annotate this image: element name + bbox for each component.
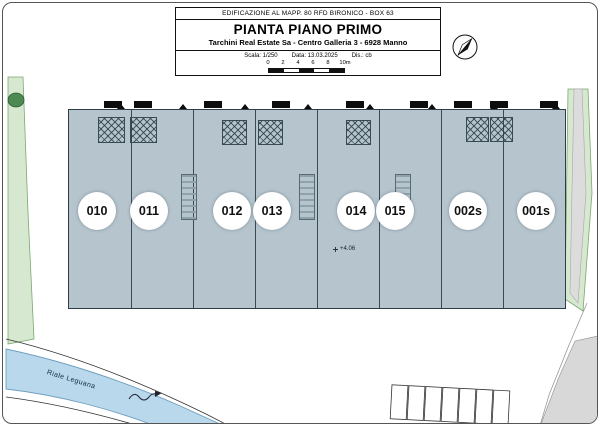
- unit-badge-015: 015: [376, 192, 414, 230]
- scale-tick: 8: [326, 60, 330, 66]
- site-plan-graphics: [5, 76, 597, 423]
- roof-vent: [134, 101, 152, 108]
- unit-number: 012: [221, 204, 243, 218]
- shaft-hatch: [130, 117, 157, 143]
- stair-symbol: [181, 174, 197, 220]
- elevation-value: +4.06: [340, 246, 356, 252]
- client-line: Tarchini Real Estate Sa - Centro Galleri…: [176, 37, 440, 51]
- unit-number: 002s: [454, 204, 482, 218]
- unit-badge-001s: 001s: [517, 192, 555, 230]
- roof-vent: [204, 101, 222, 108]
- scale-tick: 4: [296, 60, 300, 66]
- wall-marker: [117, 104, 125, 109]
- scale-tick: 0: [266, 60, 270, 66]
- shaft-hatch: [466, 117, 489, 142]
- roof-vent: [540, 101, 558, 108]
- unit-badge-010: 010: [78, 192, 116, 230]
- scale-tick: 10m: [339, 60, 351, 66]
- unit-partition-wall: [317, 110, 319, 308]
- roof-vent: [490, 101, 508, 108]
- unit-badge-012: 012: [213, 192, 251, 230]
- scale-bar: 0 2 4 6 8 10m: [266, 60, 351, 73]
- shaft-hatch: [258, 120, 283, 145]
- stair-symbol: [299, 174, 315, 220]
- meta-scale: Scala: 1/250: [244, 53, 278, 59]
- roof-vent: [346, 101, 364, 108]
- wall-marker: [490, 104, 498, 109]
- unit-number: 011: [138, 204, 160, 218]
- survey-cross-icon: [333, 246, 338, 252]
- river: [5, 338, 225, 423]
- wall-marker: [179, 104, 187, 109]
- flow-arrow-icon: [128, 393, 157, 401]
- unit-number: 001s: [522, 204, 550, 218]
- shaft-hatch: [98, 117, 125, 143]
- roof-vent: [454, 101, 472, 108]
- unit-badge-002s: 002s: [449, 192, 487, 230]
- unit-number: 010: [86, 204, 108, 218]
- plan-title: PIANTA PIANO PRIMO: [233, 22, 383, 37]
- green-area-left: [7, 76, 35, 345]
- unit-number: 013: [261, 204, 283, 218]
- green-area-right: [564, 88, 593, 312]
- title-block: EDIFICAZIONE AL MAPP. 80 RFD BIRONICO - …: [175, 7, 441, 76]
- unit-number: 014: [345, 204, 367, 218]
- meta-drawn-by: Dis.: cb: [351, 53, 372, 59]
- scale-bar-segments: [268, 68, 345, 73]
- meta-date: Data: 13.03.2025: [291, 53, 338, 59]
- wall-marker: [366, 104, 374, 109]
- north-compass-icon: [452, 34, 478, 60]
- parking-stalls: [389, 384, 511, 423]
- unit-badge-011: 011: [130, 192, 168, 230]
- scale-tick: 2: [281, 60, 285, 66]
- roof-vent: [272, 101, 290, 108]
- shaft-hatch: [346, 120, 371, 145]
- roof-vent: [410, 101, 428, 108]
- tree-icon: [7, 92, 25, 108]
- river-bank-line: [5, 338, 225, 423]
- unit-partition-wall: [503, 110, 505, 308]
- unit-badge-014: 014: [337, 192, 375, 230]
- river-bank-line: [5, 396, 131, 423]
- flow-arrowhead-icon: [155, 391, 162, 397]
- wall-marker: [428, 104, 436, 109]
- project-line: EDIFICAZIONE AL MAPP. 80 RFD BIRONICO - …: [176, 8, 440, 20]
- road-area: [389, 302, 597, 423]
- shaft-hatch: [222, 120, 247, 145]
- wall-marker: [552, 104, 560, 109]
- elevation-marker: +4.06: [333, 246, 355, 252]
- meta-row: Scala: 1/250 Data: 13.03.2025 Dis.: cb: [176, 51, 440, 60]
- roof-vent: [104, 101, 122, 108]
- scale-tick: 6: [311, 60, 315, 66]
- wall-marker: [241, 104, 249, 109]
- unit-partition-wall: [441, 110, 443, 308]
- shaft-hatch: [490, 117, 513, 142]
- unit-number: 015: [384, 204, 406, 218]
- building-footprint: 010 011 012 013 014 015 002s 001s: [68, 101, 566, 309]
- wall-marker: [304, 104, 312, 109]
- unit-badge-013: 013: [253, 192, 291, 230]
- footpath: [569, 88, 587, 304]
